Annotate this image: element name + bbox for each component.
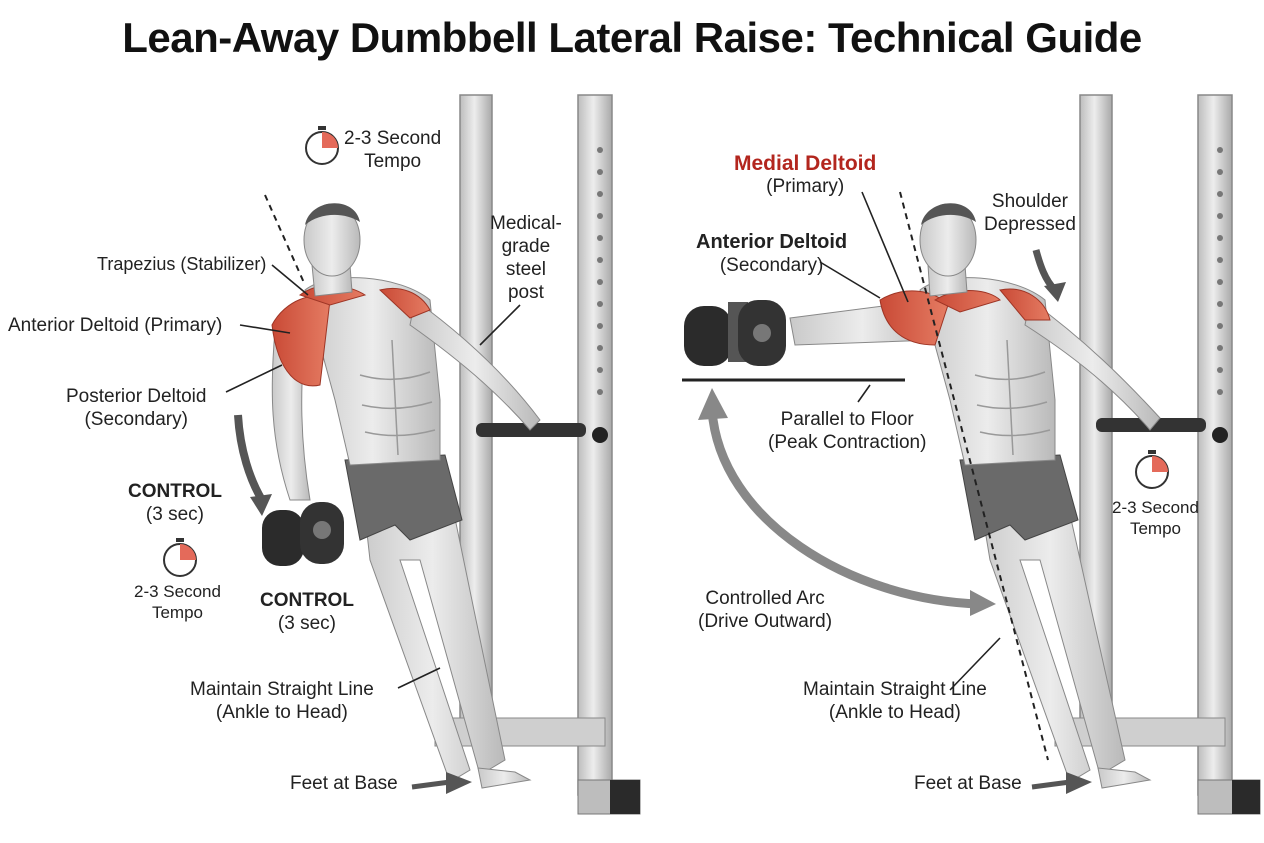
controlled-arc-label: Controlled Arc(Drive Outward) [698, 588, 833, 632]
posterior-deltoid-label: Posterior Deltoid(Secondary) [66, 386, 207, 430]
medial-deltoid-label: Medial Deltoid(Primary) [734, 152, 877, 197]
left-rack [434, 94, 641, 815]
parallel-floor-label: Parallel to Floor(Peak Contraction) [768, 409, 927, 453]
straight-line-label-left: Maintain Straight Line(Ankle to Head) [190, 679, 374, 723]
feet-label-left: Feet at Base [290, 773, 398, 794]
stopwatch-icon-left-top [305, 126, 339, 165]
trapezius-label: Trapezius (Stabilizer) [97, 254, 267, 274]
page-title: Lean-Away Dumbbell Lateral Raise: Techni… [122, 14, 1142, 61]
feet-label-right: Feet at Base [914, 773, 1022, 794]
control-label-a: CONTROL(3 sec) [128, 481, 222, 525]
right-figure [684, 203, 1161, 789]
left-figure [262, 203, 541, 789]
anterior-deltoid-label-left: Anterior Deltoid (Primary) [8, 315, 223, 336]
straight-line-label-right: Maintain Straight Line(Ankle to Head) [803, 679, 987, 723]
stopwatch-icon-left-low [163, 538, 197, 577]
control-label-b: CONTROL(3 sec) [260, 590, 354, 634]
stopwatch-icon-right [1135, 450, 1169, 489]
anterior-deltoid-label-right: Anterior Deltoid(Secondary) [696, 231, 848, 276]
